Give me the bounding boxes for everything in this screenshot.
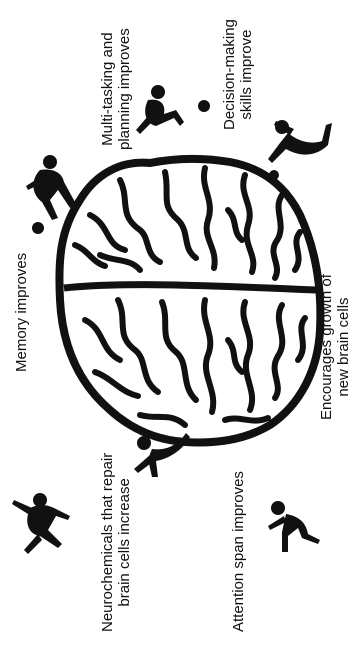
label-growth-line1: Encourages growth of xyxy=(318,274,335,420)
kicking-player-icon xyxy=(136,85,210,134)
label-memory-line1: Memory improves xyxy=(13,253,30,372)
label-attention: Attention span improves xyxy=(230,471,247,632)
label-decision: Decision-making skills improve xyxy=(221,19,255,130)
label-neurochemicals: Neurochemicals that repair brain cells i… xyxy=(99,453,133,632)
label-attention-line1: Attention span improves xyxy=(230,471,247,632)
goalkeeper-icon xyxy=(12,493,70,554)
label-memory: Memory improves xyxy=(13,253,30,372)
running-player-icon xyxy=(268,501,320,552)
label-multitasking: Multi-tasking and planning improves xyxy=(99,28,133,150)
label-growth: Encourages growth of new brain cells xyxy=(318,274,352,420)
label-decision-line2: skills improve xyxy=(238,19,255,130)
label-decision-line1: Decision-making xyxy=(221,19,238,130)
label-multitasking-line1: Multi-tasking and xyxy=(99,28,116,150)
label-growth-line2: new brain cells xyxy=(335,274,352,420)
label-neurochemicals-line1: Neurochemicals that repair xyxy=(99,453,116,632)
label-neurochemicals-line2: brain cells increase xyxy=(116,453,133,632)
label-multitasking-line2: planning improves xyxy=(116,28,133,150)
brain-illustration xyxy=(59,159,320,443)
dribbling-player-icon xyxy=(268,120,332,180)
